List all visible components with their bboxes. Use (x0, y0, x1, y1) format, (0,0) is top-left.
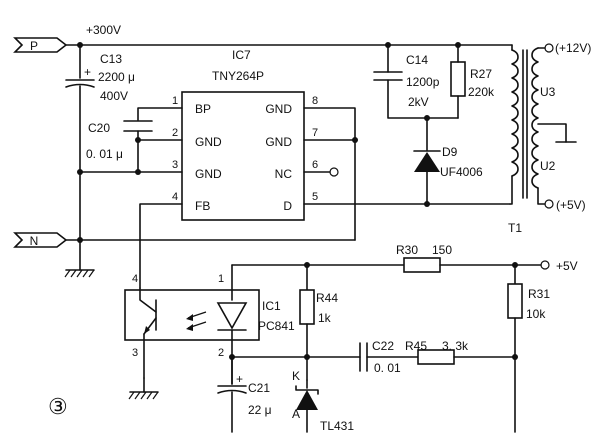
ic1-ref: IC1 (262, 299, 281, 313)
c20-ref: C20 (88, 121, 110, 135)
ic7-left-wiring: C20 0. 01 μ (79, 107, 183, 289)
c21-polarity: + (236, 372, 243, 386)
ic7-pin3-name: GND (195, 167, 222, 181)
ic1-part: PC841 (258, 319, 295, 333)
r30-value: 150 (432, 243, 452, 257)
r27-value: 220k (468, 85, 495, 99)
transformer-t1: (+12V) (+5V) U3 U2 T1 (508, 41, 591, 235)
ic7-pin4-name: FB (195, 199, 210, 213)
ic7-pin5-num: 5 (312, 191, 318, 203)
c20-value: 0. 01 μ (86, 147, 123, 161)
c14-value: 1200p (406, 75, 440, 89)
terminal-n-label: N (30, 234, 39, 248)
r45-ref: R45 (405, 339, 427, 353)
ic1-pin2: 2 (218, 347, 224, 359)
regulator-tl431: K A TL431 (292, 369, 354, 433)
ic7-pin6-num: 6 (312, 159, 318, 171)
c22-ref: C22 (372, 339, 394, 353)
ic7-pin2-num: 2 (172, 127, 178, 139)
u3-label: U3 (540, 85, 556, 99)
c13-value: 2200 μ (98, 70, 135, 84)
optocoupler-ic1: 4 3 1 2 IC1 PC841 (124, 264, 308, 400)
c13-ref: C13 (100, 52, 122, 66)
out5-label: +5V (556, 259, 578, 273)
ic7-chip: IC7 TNY264P BP GND GND FB 1 2 3 4 GND GN… (172, 48, 318, 221)
c14-voltage: 2kV (408, 95, 429, 109)
terminal-p: P (13, 37, 68, 53)
ic7-ref: IC7 (232, 48, 251, 62)
resistor-r44: R44 1k (299, 264, 338, 381)
hv-rail (65, 42, 513, 48)
u2-label: U2 (540, 159, 556, 173)
r31-value: 10k (526, 307, 546, 321)
snubber-network: C14 1200p 2kV R27 220k (373, 44, 495, 121)
tl431-k-label: K (292, 369, 300, 383)
ic7-pin4-num: 4 (172, 191, 178, 203)
svg-text:+: + (84, 65, 91, 79)
r31-ref: R31 (528, 287, 550, 301)
capacitor-c21: + C21 22 μ (217, 356, 272, 433)
out12-label: (+12V) (555, 41, 591, 55)
d9-part: UF4006 (440, 165, 483, 179)
d9-ref: D9 (442, 145, 458, 159)
ground-symbol-left (64, 239, 95, 278)
terminal-p-label: P (30, 39, 38, 53)
r45-value: 3. 3k (442, 339, 469, 353)
r27-ref: R27 (470, 67, 492, 81)
c21-ref: C21 (248, 381, 270, 395)
t1-label: T1 (508, 221, 522, 235)
c21-value: 22 μ (248, 403, 272, 417)
resistor-r31: R31 10k (507, 264, 550, 433)
tl431-a-label: A (292, 407, 300, 421)
ic1-pin4: 4 (132, 273, 138, 285)
ic7-pin6-name: NC (275, 167, 293, 181)
ic7-pin5-name: D (283, 199, 292, 213)
ic7-pin3-num: 3 (172, 159, 178, 171)
terminal-n: N (13, 232, 68, 248)
ic7-pin7-num: 7 (312, 127, 318, 139)
ic7-pin8-name: GND (265, 102, 292, 116)
r44-ref: R44 (316, 291, 338, 305)
ic7-pin8-num: 8 (312, 95, 318, 107)
c14-ref: C14 (406, 53, 428, 67)
ic7-pin2-name: GND (195, 135, 222, 149)
r30-ref: R30 (396, 243, 418, 257)
capacitor-c13: + C13 2200 μ 400V (65, 44, 135, 243)
ic7-part: TNY264P (212, 69, 264, 83)
ic7-right-wiring (303, 107, 511, 241)
c13-voltage: 400V (100, 89, 128, 103)
output-rail: R30 150 +5V (231, 243, 578, 273)
figure-number: ③ (48, 394, 68, 419)
ic1-pin3: 3 (132, 347, 138, 359)
tl431-part: TL431 (320, 419, 354, 433)
c22-value: 0. 01 (374, 361, 401, 375)
r44-value: 1k (318, 311, 332, 325)
out5-trafo-label: (+5V) (556, 198, 586, 212)
ic7-pin7-name: GND (265, 135, 292, 149)
hv-rail-label: +300V (86, 23, 121, 37)
ic7-pin1-name: BP (195, 102, 211, 116)
ic1-pin1: 1 (218, 273, 224, 285)
compensation-network: C22 0. 01 R45 3. 3k (306, 339, 516, 375)
diode-d9: D9 UF4006 (413, 117, 483, 207)
ic7-pin1-num: 1 (172, 95, 178, 107)
